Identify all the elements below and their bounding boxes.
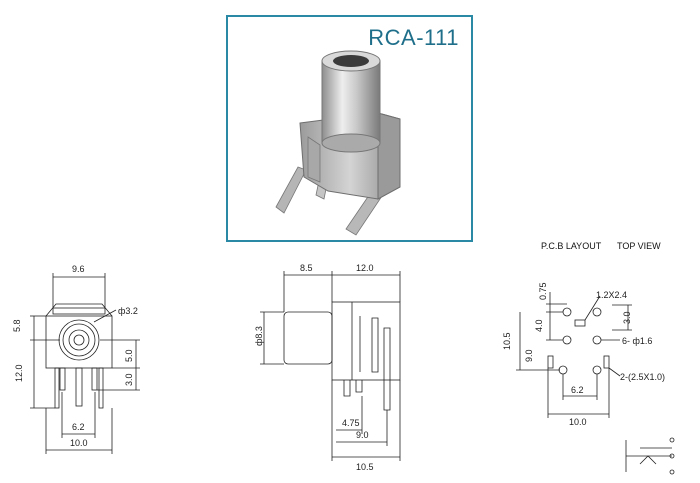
- dim-pcb-3-0: 3.0: [622, 311, 632, 324]
- pin-left: [275, 166, 307, 214]
- dim-pcb-9-0: 9.0: [524, 349, 534, 362]
- product-illustration: [275, 50, 401, 236]
- metal-barrel: [321, 60, 381, 144]
- product-photo-frame: RCA-111: [226, 15, 473, 242]
- jack-schematic-symbol: [625, 440, 672, 472]
- dim-front-3-0: 3.0: [124, 373, 134, 386]
- dim-pcb-0-75: 0.75: [538, 282, 548, 300]
- dim-front-5-0: 5.0: [124, 349, 134, 362]
- dim-pcb-slot: 1.2X2.4: [596, 290, 627, 300]
- dim-pcb-holes: 6- ф1.6: [622, 336, 652, 346]
- dim-pcb-10-0: 10.0: [569, 417, 587, 427]
- pcb-layout-subtitle: TOP VIEW: [617, 241, 661, 251]
- dim-pcb-slots: 2-(2.5X1.0): [620, 372, 665, 382]
- pcb-layout-title: P.C.B LAYOUT: [541, 241, 602, 251]
- model-title: RCA-111: [368, 25, 459, 50]
- dim-side-4-75: 4.75: [342, 418, 360, 428]
- dim-side-9-0: 9.0: [356, 430, 369, 440]
- dim-side-12-0: 12.0: [356, 263, 374, 273]
- dim-front-hole-dia: ф3.2: [118, 306, 138, 316]
- dim-pcb-4-0: 4.0: [534, 319, 544, 332]
- pcb-layout: [516, 292, 675, 475]
- dim-side-10-5: 10.5: [356, 462, 374, 472]
- dim-pcb-10-5: 10.5: [502, 332, 512, 350]
- dim-front-height-12-0: 12.0: [14, 364, 24, 382]
- dim-side-8-5: 8.5: [300, 263, 313, 273]
- side-view: [260, 271, 401, 461]
- front-view: [30, 273, 140, 454]
- dim-pcb-6-2: 6.2: [571, 385, 584, 395]
- dim-side-dia-8-3: ф8.3: [254, 326, 264, 346]
- dim-front-width-top: 9.6: [72, 264, 85, 274]
- dim-front-5-8: 5.8: [12, 319, 22, 332]
- dim-front-pin-6-2: 6.2: [72, 422, 85, 432]
- dim-front-width-bottom: 10.0: [70, 438, 88, 448]
